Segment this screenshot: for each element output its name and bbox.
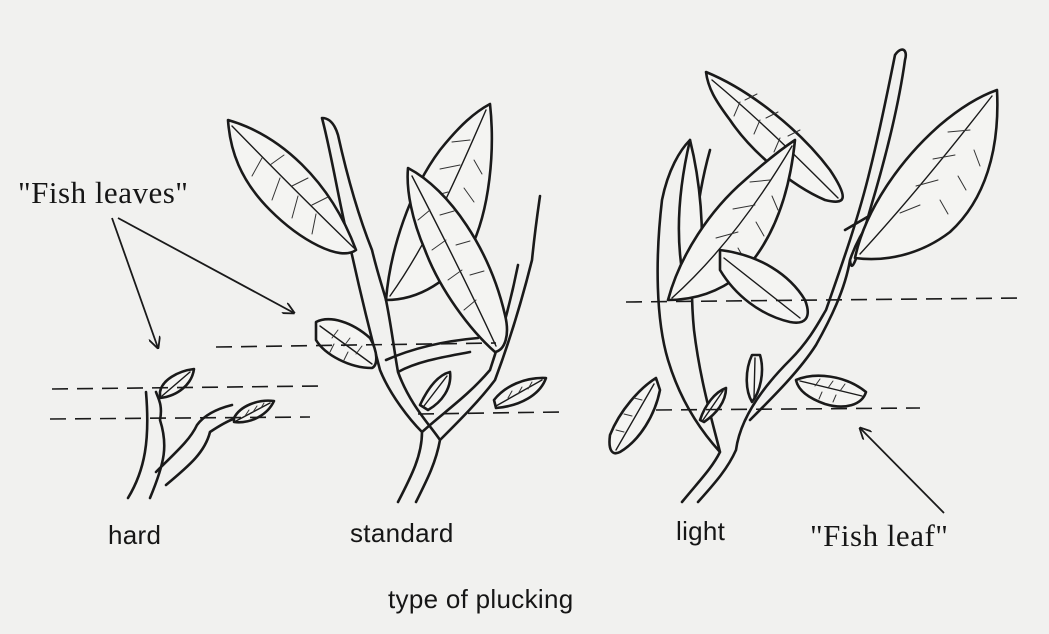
light-label: light <box>676 516 725 547</box>
caption: type of plucking <box>388 584 573 615</box>
fish-leaf-arrow-light <box>860 428 944 513</box>
hard-plucking-shoot <box>128 369 274 498</box>
fish-leaves-arrow-hard <box>112 218 158 348</box>
fish-leaves-label: "Fish leaves" <box>18 175 188 211</box>
standard-cut-line-lower <box>418 412 560 414</box>
hard-cut-line-lower <box>50 417 310 419</box>
light-leaf-lower-left <box>609 378 660 453</box>
standard-label: standard <box>350 518 454 549</box>
light-fish-leaf <box>796 376 866 407</box>
light-plucking-shoot <box>609 50 997 502</box>
cut-lines <box>50 298 1022 419</box>
arrows <box>112 218 944 513</box>
hard-stem <box>128 392 236 498</box>
fish-leaves-arrow-standard <box>118 218 294 313</box>
fish-leaf-label: "Fish leaf" <box>810 518 948 554</box>
hard-label: hard <box>108 520 161 551</box>
light-cut-line-lower <box>656 408 920 410</box>
light-leaf-mid <box>720 250 808 323</box>
